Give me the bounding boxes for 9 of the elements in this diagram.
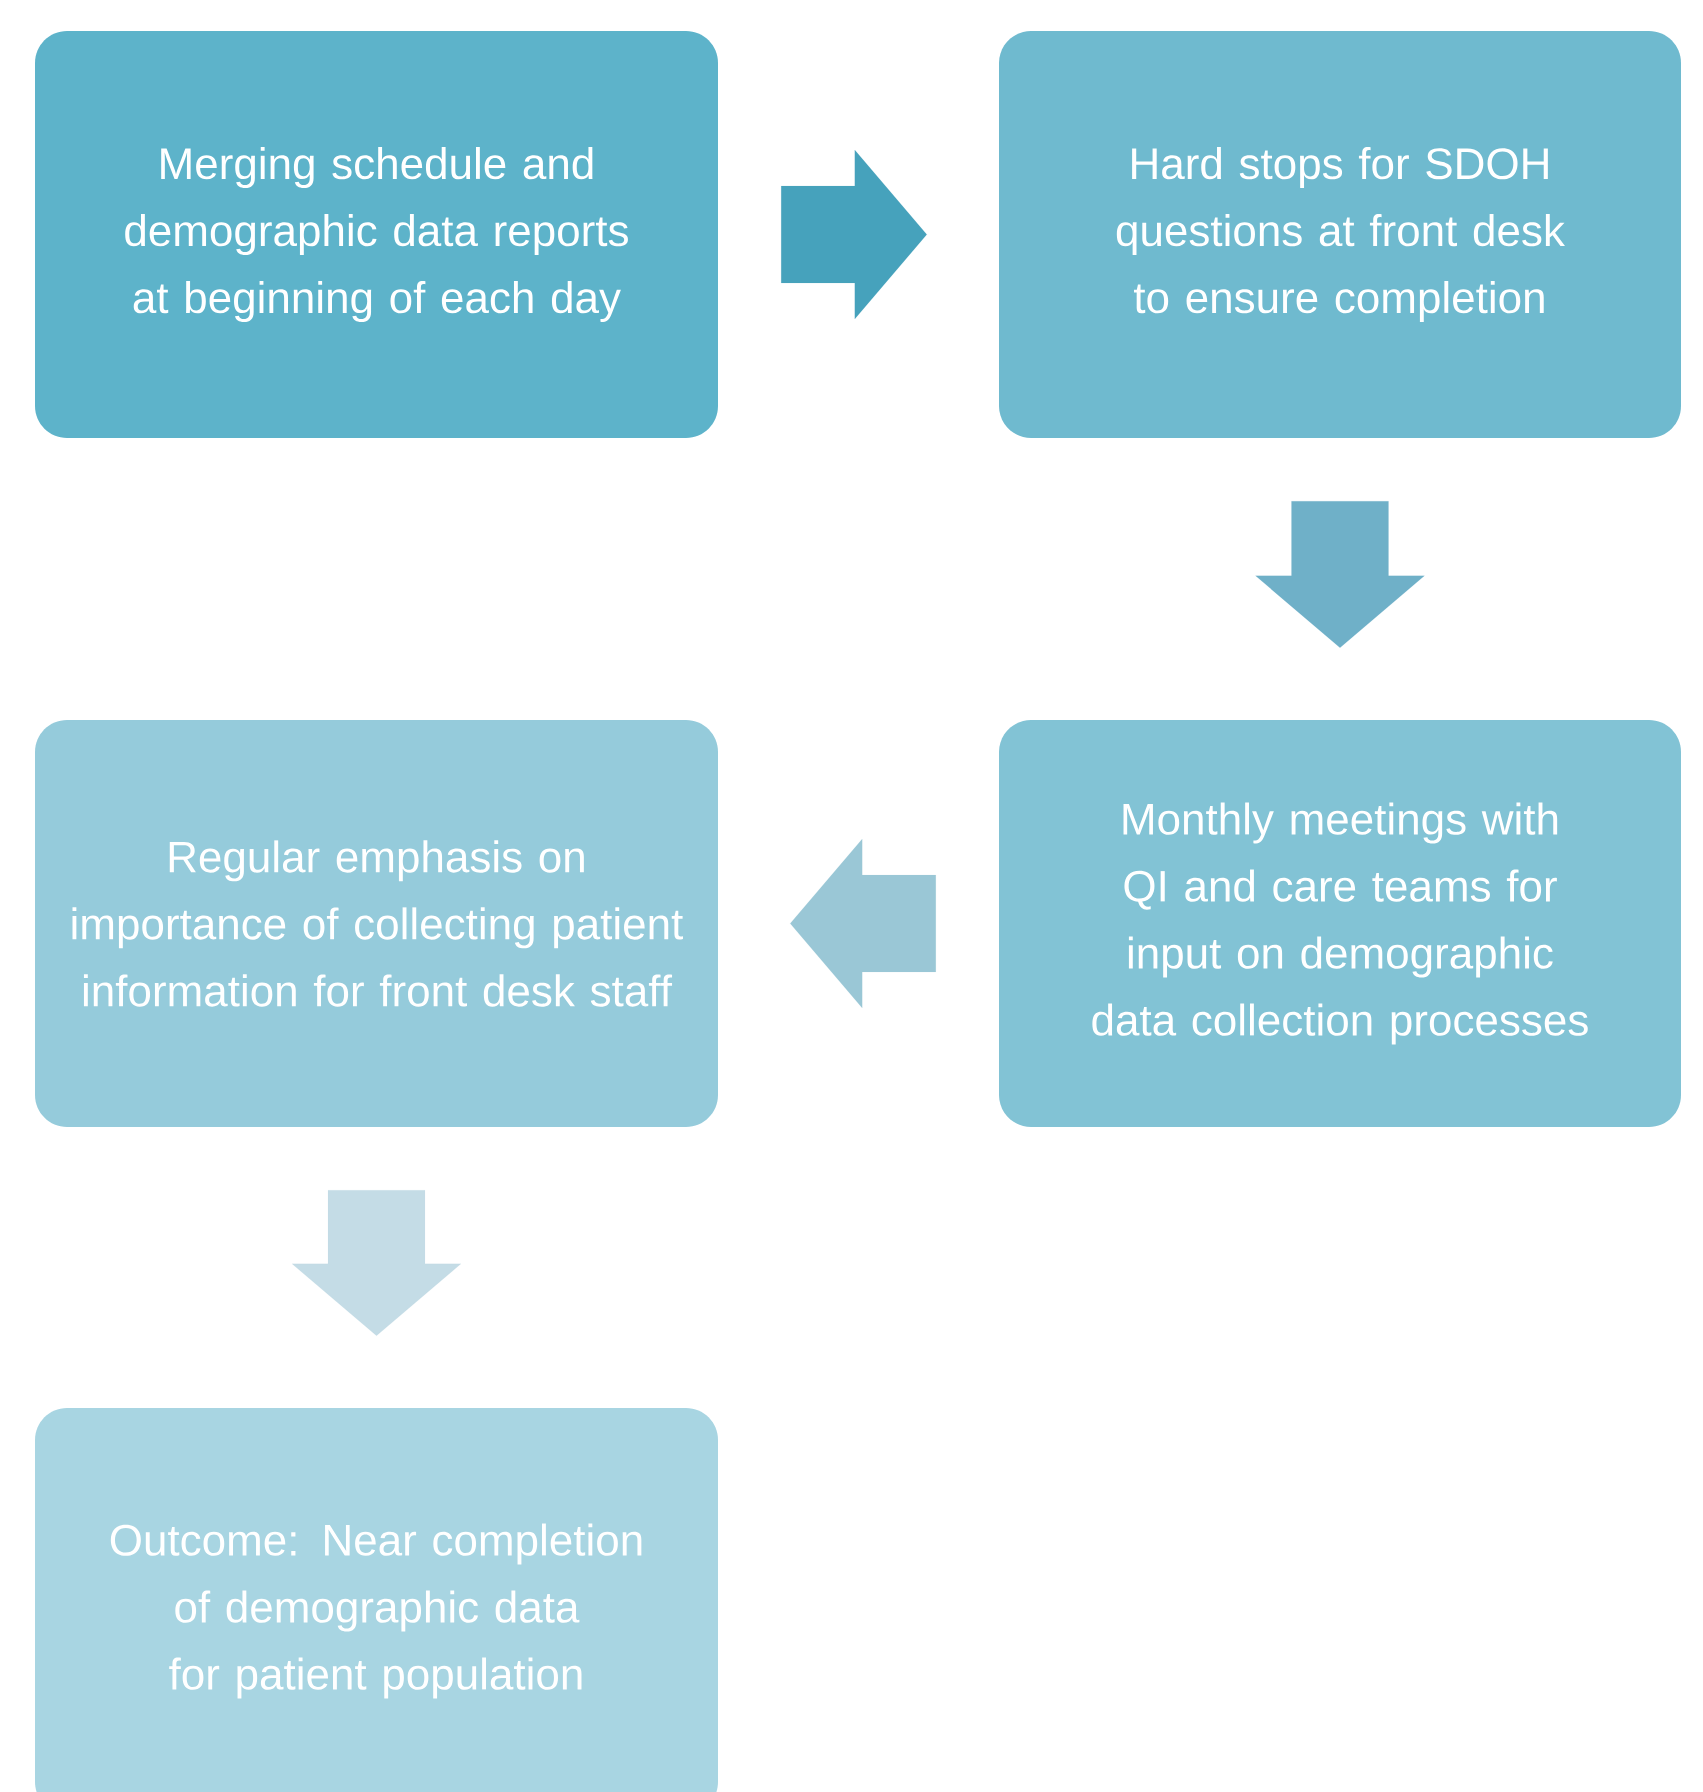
block-arrow — [1255, 501, 1425, 648]
process-box: Hard stops for SDOH questions at front desk to ensure completion — [999, 31, 1681, 438]
block-arrow — [291, 1190, 462, 1336]
process-box: Merging schedule and demographic data reports at beginning of each day — [35, 31, 718, 438]
process-box: Outcome: Near completion of demographic data for patient population — [35, 1408, 718, 1792]
block-arrow — [781, 149, 927, 320]
process-box: Regular emphasis on importance of collecting patient information for front desk staff — [35, 720, 718, 1127]
block-arrow — [790, 838, 936, 1009]
process-box: Monthly meetings with QI and care teams for input on demographic data collection processes — [999, 720, 1681, 1127]
